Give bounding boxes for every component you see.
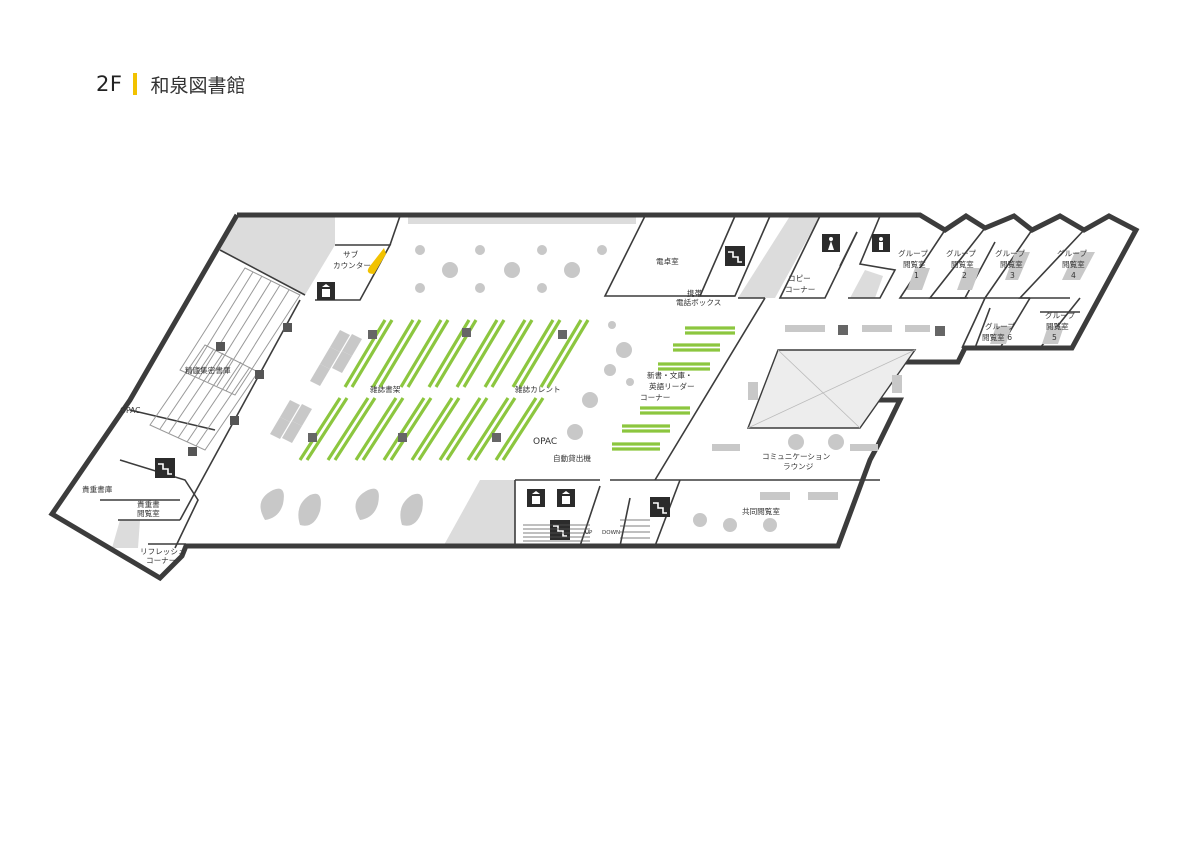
sub-counter bbox=[367, 248, 386, 274]
group-room-6-label-2: 閲覧室 6 bbox=[982, 332, 1012, 342]
opac-label-left: OPAC bbox=[120, 406, 140, 415]
group-room-4-label-1: グループ bbox=[1057, 248, 1087, 258]
outer-wall bbox=[48, 212, 1140, 582]
building-name: 和泉図書館 bbox=[150, 74, 246, 97]
group-room-2-label-1: グループ bbox=[946, 248, 976, 258]
refresh-corner-label-1: リフレッシュ bbox=[140, 547, 186, 556]
void-diagonals bbox=[747, 349, 916, 429]
shinsho-corner-label-3: コーナー bbox=[640, 393, 670, 402]
copy-corner-label-2: コーナー bbox=[785, 285, 815, 294]
elevator-icon bbox=[527, 489, 545, 507]
sub-counter-label-2: カウンター bbox=[333, 261, 371, 270]
display-racks bbox=[270, 330, 362, 443]
stairs-icon bbox=[725, 246, 745, 266]
stairs-icon bbox=[155, 458, 175, 478]
group-room-2-label-3: 2 bbox=[962, 271, 967, 280]
group-room-4-label-3: 4 bbox=[1071, 271, 1076, 280]
dentaku-room-label: 電卓室 bbox=[656, 256, 679, 266]
shinsho-corner-label-1: 新書・文庫・ bbox=[647, 370, 693, 380]
opac-label-center: OPAC bbox=[533, 437, 557, 447]
group-room-5-label-3: 5 bbox=[1052, 333, 1057, 342]
shelf-markers bbox=[308, 328, 567, 442]
group-room-tables bbox=[907, 252, 1095, 344]
self-checkout-label: 自動貸出機 bbox=[553, 453, 591, 463]
group-room-5-label-2: 閲覧室 bbox=[1046, 321, 1069, 331]
floor-label: 2F bbox=[96, 72, 123, 96]
magazine-shelves-label: 雑誌書架 bbox=[370, 384, 401, 394]
sub-counter-label-1: サブ bbox=[343, 249, 359, 259]
group-room-1-label-2: 閲覧室 bbox=[903, 259, 926, 269]
void-area-refresh bbox=[112, 520, 140, 548]
title-divider bbox=[133, 73, 138, 95]
page-title: 2F 和泉図書館 bbox=[96, 68, 245, 100]
void-area-restroom bbox=[850, 270, 883, 298]
group-room-3-label-3: 3 bbox=[1010, 271, 1015, 280]
elevator-icon bbox=[317, 282, 335, 300]
shinsho-corner-label-2: 英語リーダー bbox=[649, 381, 695, 391]
group-room-3-label-2: 閲覧室 bbox=[1000, 259, 1023, 269]
group-room-2-label-2: 閲覧室 bbox=[951, 259, 974, 269]
staircase-steps bbox=[523, 519, 650, 542]
compact-shelving bbox=[149, 267, 301, 456]
shared-reading-room-label: 共同閲覧室 bbox=[742, 506, 780, 516]
lounge-sofas bbox=[260, 488, 423, 526]
group-room-1-label-1: グループ bbox=[898, 248, 928, 258]
stairs-icon bbox=[650, 497, 670, 517]
communication-lounge-label-2: ラウンジ bbox=[783, 462, 814, 471]
void-area-bottom bbox=[444, 480, 515, 545]
restroom-female-icon bbox=[822, 234, 840, 252]
interior-walls bbox=[100, 215, 1085, 549]
restroom-male-icon bbox=[872, 234, 890, 252]
phone-box-label-1: 携帯 bbox=[687, 288, 703, 298]
elevator-icon bbox=[557, 489, 575, 507]
group-room-3-label-1: グループ bbox=[995, 248, 1025, 258]
phone-box-label-2: 電話ボックス bbox=[676, 297, 721, 307]
group-room-1-label-3: 1 bbox=[914, 271, 919, 280]
rare-books-room-label-2: 閲覧室 bbox=[137, 508, 160, 518]
void-area-top-right bbox=[738, 216, 820, 298]
magazine-current-label: 雑誌カレント bbox=[515, 384, 561, 394]
rare-books-stack-label: 貴重書庫 bbox=[82, 484, 113, 494]
stairs-down-label: DOWN bbox=[602, 530, 620, 536]
compact-stacks-label: 精廬集密書庫 bbox=[185, 365, 231, 375]
round-tables bbox=[415, 245, 634, 440]
lounge-tables bbox=[693, 325, 945, 532]
copy-corner-label-1: コピー bbox=[788, 274, 811, 283]
void-area-top-left bbox=[220, 216, 335, 295]
rare-books-room-label-1: 貴重書 bbox=[137, 499, 160, 509]
group-room-6-label-1: グループ bbox=[985, 321, 1015, 331]
communication-lounge-label-1: コミュニケーション bbox=[762, 452, 830, 461]
magazine-shelves bbox=[298, 319, 735, 461]
refresh-corner-label-2: コーナー bbox=[146, 556, 176, 565]
stairs-up-label: UP bbox=[585, 530, 593, 536]
group-room-5-label-1: グループ bbox=[1045, 310, 1075, 320]
top-rail bbox=[408, 216, 636, 224]
group-room-4-label-2: 閲覧室 bbox=[1062, 259, 1085, 269]
